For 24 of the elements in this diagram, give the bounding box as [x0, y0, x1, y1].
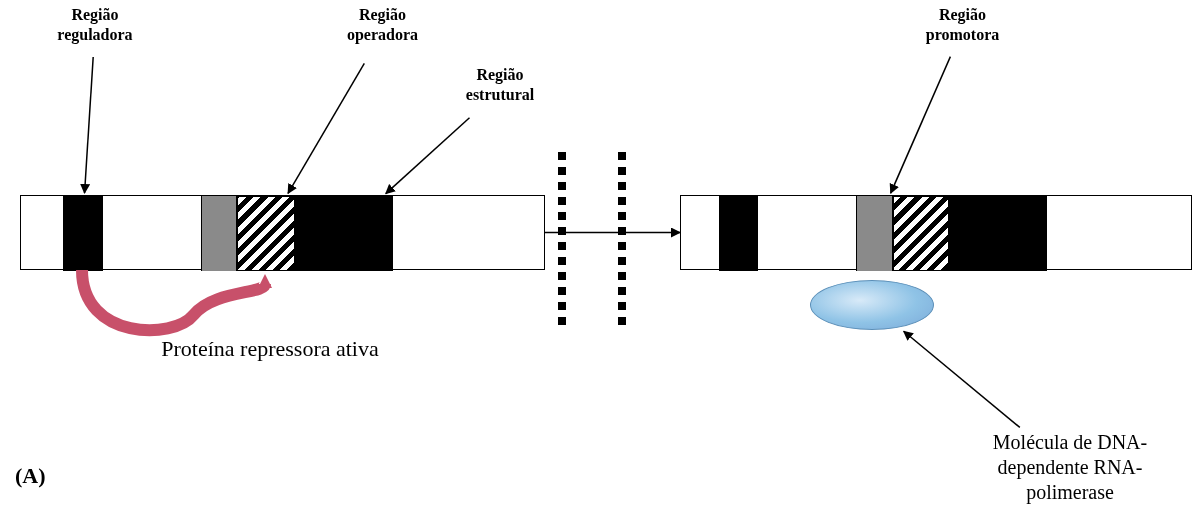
leader-arrow	[80, 56, 94, 194]
dna-region-band	[949, 196, 1047, 271]
callout-label: Região reguladora	[35, 5, 155, 53]
dna-region-band	[201, 196, 237, 271]
hatched-region-band	[237, 196, 295, 271]
arrow	[544, 227, 681, 238]
panel-letter: (A)	[15, 462, 47, 490]
callout-label: Molécula de DNA- dependente RNA- polimerase	[975, 430, 1165, 508]
dna-region-band	[719, 196, 758, 271]
callout-label: Região operadora	[335, 5, 430, 60]
leader-arrow	[889, 55, 952, 195]
dna-region-band	[295, 196, 393, 271]
leader-arrow	[287, 62, 366, 195]
hatched-region-band	[893, 196, 949, 271]
dna-region-band	[63, 196, 103, 271]
callout-label: Região estrutural	[450, 65, 550, 115]
dna-region-band	[856, 196, 893, 271]
leader-arrow	[385, 116, 471, 195]
callout-label: Região promotora	[905, 5, 1020, 53]
dna-strand	[20, 195, 545, 270]
dna-strand	[680, 195, 1192, 270]
leader-arrow	[902, 330, 1021, 429]
curved-arrow	[76, 269, 271, 336]
caption-text: Proteína repressora ativa	[160, 335, 380, 363]
